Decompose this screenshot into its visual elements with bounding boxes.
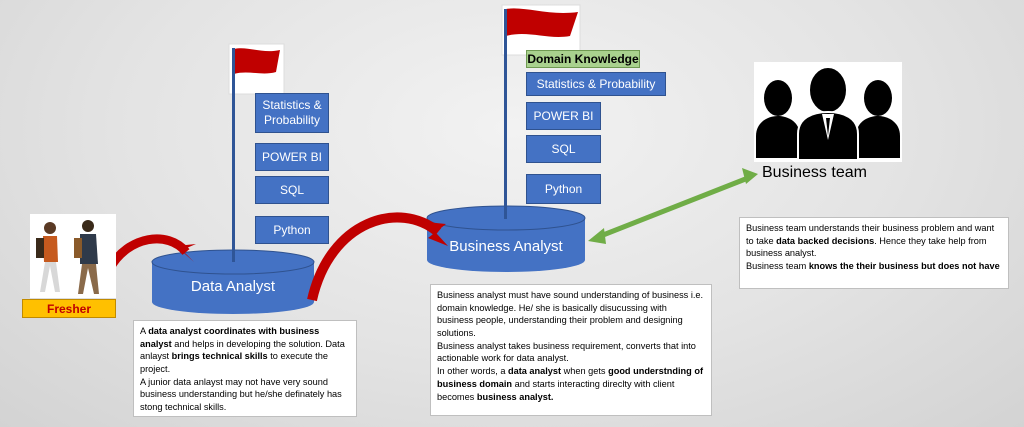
business-team-label: Business team bbox=[762, 164, 867, 181]
da-skill-powerbi: POWER BI bbox=[255, 143, 329, 171]
ba-skill-sql: SQL bbox=[526, 135, 601, 163]
business-analyst-label: Business Analyst bbox=[449, 238, 563, 255]
business-analyst-flag-icon bbox=[501, 4, 581, 56]
business-analyst-cylinder bbox=[426, 205, 586, 272]
fresher-badge: Fresher bbox=[22, 299, 116, 318]
ba-skill-powerbi: POWER BI bbox=[526, 102, 601, 130]
data-analyst-label: Data Analyst bbox=[190, 278, 276, 295]
business-team-description: Business team understands their business… bbox=[739, 217, 1009, 289]
data-analyst-cylinder bbox=[151, 249, 315, 314]
ba-skill-python: Python bbox=[526, 174, 601, 204]
business-team-icon bbox=[754, 62, 902, 162]
da-skill-sql: SQL bbox=[255, 176, 329, 204]
curved-arrow-icon bbox=[307, 212, 448, 302]
business-team-description-text: Business team understands their business… bbox=[746, 223, 1000, 272]
business-analyst-flag-pole bbox=[504, 9, 507, 219]
data-analyst-flag-pole bbox=[232, 48, 235, 262]
da-skill-statistics: Statistics & Probability bbox=[255, 93, 329, 133]
data-analyst-description: A data analyst coordinates with business… bbox=[133, 320, 357, 417]
data-analyst-description-text: A data analyst coordinates with business… bbox=[140, 326, 345, 413]
business-analyst-description: Business analyst must have sound underst… bbox=[430, 284, 712, 416]
double-arrow-icon bbox=[588, 168, 758, 244]
curved-arrow-icon bbox=[106, 234, 196, 271]
ba-skill-domain-knowledge: Domain Knowledge bbox=[526, 50, 640, 68]
data-analyst-flag-icon bbox=[228, 43, 285, 95]
fresher-people-icon bbox=[30, 214, 116, 298]
business-analyst-description-text: Business analyst must have sound underst… bbox=[437, 290, 704, 402]
ba-skill-statistics: Statistics & Probability bbox=[526, 72, 666, 96]
da-skill-python: Python bbox=[255, 216, 329, 244]
